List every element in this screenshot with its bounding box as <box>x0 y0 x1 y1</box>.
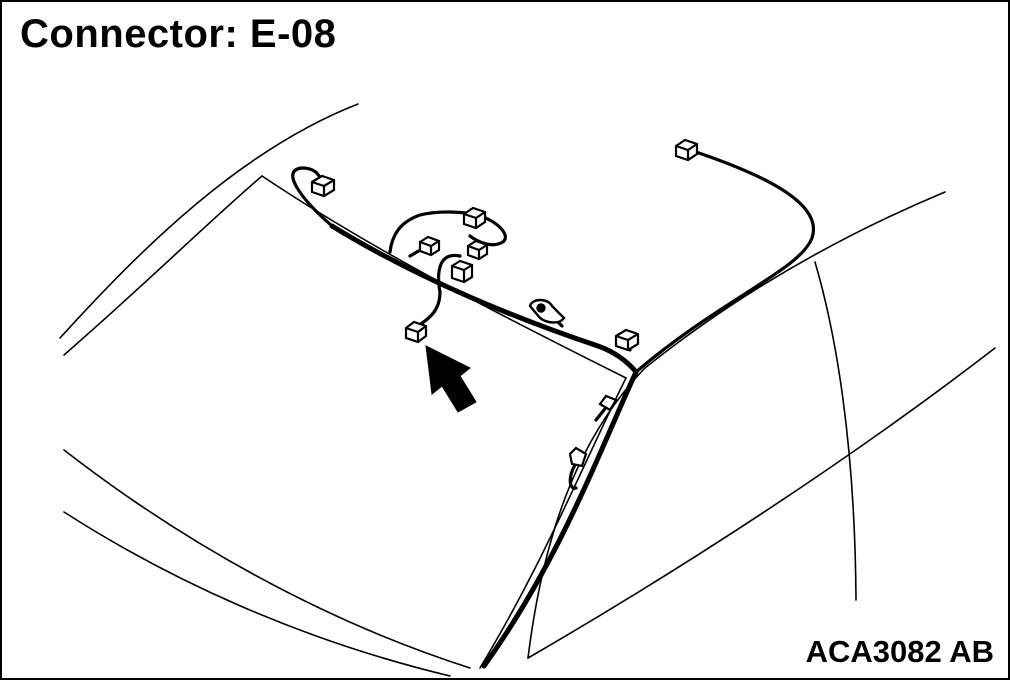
clip-icon <box>568 446 588 468</box>
connector-icon <box>450 259 474 284</box>
connector-icon <box>310 174 336 198</box>
connectors <box>310 138 699 468</box>
diagram-title: Connector: E-08 <box>20 12 337 56</box>
connector-icon <box>466 239 489 261</box>
connector-icon <box>674 138 699 162</box>
figure-code: ACA3082 AB <box>805 634 994 669</box>
vehicle-body-outline <box>59 103 996 677</box>
connector-icon <box>462 206 487 230</box>
clip-icon <box>598 394 618 412</box>
connector-e08-icon <box>404 320 428 344</box>
connector-icon <box>614 328 640 352</box>
connector-icon <box>418 235 441 257</box>
main-wire-harness <box>329 223 639 669</box>
arrow-pointer-icon <box>425 345 477 413</box>
ground-terminal-icon <box>528 298 566 324</box>
